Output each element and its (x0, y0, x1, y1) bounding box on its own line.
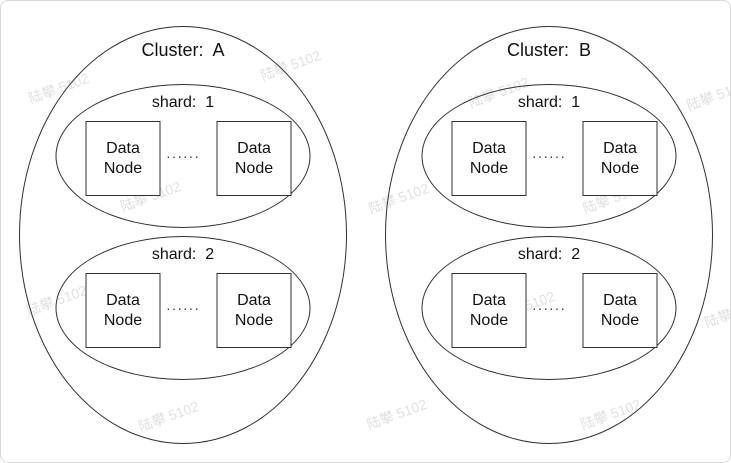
data-node-label: Data Node (234, 140, 274, 177)
ellipsis-dots: ······ (532, 300, 566, 316)
cluster-b-title: Cluster: B (506, 40, 592, 60)
shard-2-label: shard: 2 (517, 246, 581, 263)
shard-2-label: shard: 2 (151, 246, 215, 263)
data-node-label: Data Node (469, 140, 509, 177)
ellipsis-dots: ······ (166, 300, 200, 316)
watermark: 陆攀 5102 (702, 294, 731, 331)
data-node-label: Data Node (469, 292, 509, 329)
data-node-box: Data Node (216, 273, 292, 348)
ellipsis-dots: ······ (532, 148, 566, 164)
data-node-box: Data Node (216, 121, 292, 196)
data-node-box: Data Node (451, 273, 527, 348)
shard-1-label: shard: 1 (151, 94, 215, 111)
data-node-label: Data Node (103, 140, 143, 177)
data-node-label: Data Node (600, 292, 640, 329)
data-node-label: Data Node (600, 140, 640, 177)
watermark: 陆攀 5102 (364, 395, 429, 433)
cluster-a-ellipse: Cluster: A shard: 1 Data Node ······ Dat… (19, 26, 347, 444)
shard-1-label: shard: 1 (517, 94, 581, 111)
data-node-label: Data Node (234, 292, 274, 329)
cluster-a-title: Cluster: A (141, 40, 225, 60)
cluster-b-shard-2-ellipse: shard: 2 Data Node ······ Data Node (421, 236, 677, 380)
data-node-box: Data Node (582, 273, 658, 348)
ellipsis-dots: ······ (166, 148, 200, 164)
data-node-box: Data Node (582, 121, 658, 196)
watermark: 陆攀 5102 (684, 76, 731, 114)
data-node-box: Data Node (451, 121, 527, 196)
cluster-a-shard-1-ellipse: shard: 1 Data Node ······ Data Node (55, 84, 311, 228)
cluster-b-shard-1-ellipse: shard: 1 Data Node ······ Data Node (421, 84, 677, 228)
cluster-b-ellipse: Cluster: B shard: 1 Data Node ······ Dat… (385, 26, 713, 444)
data-node-box: Data Node (85, 273, 161, 348)
data-node-box: Data Node (85, 121, 161, 196)
cluster-a-shard-2-ellipse: shard: 2 Data Node ······ Data Node (55, 236, 311, 380)
data-node-label: Data Node (103, 292, 143, 329)
